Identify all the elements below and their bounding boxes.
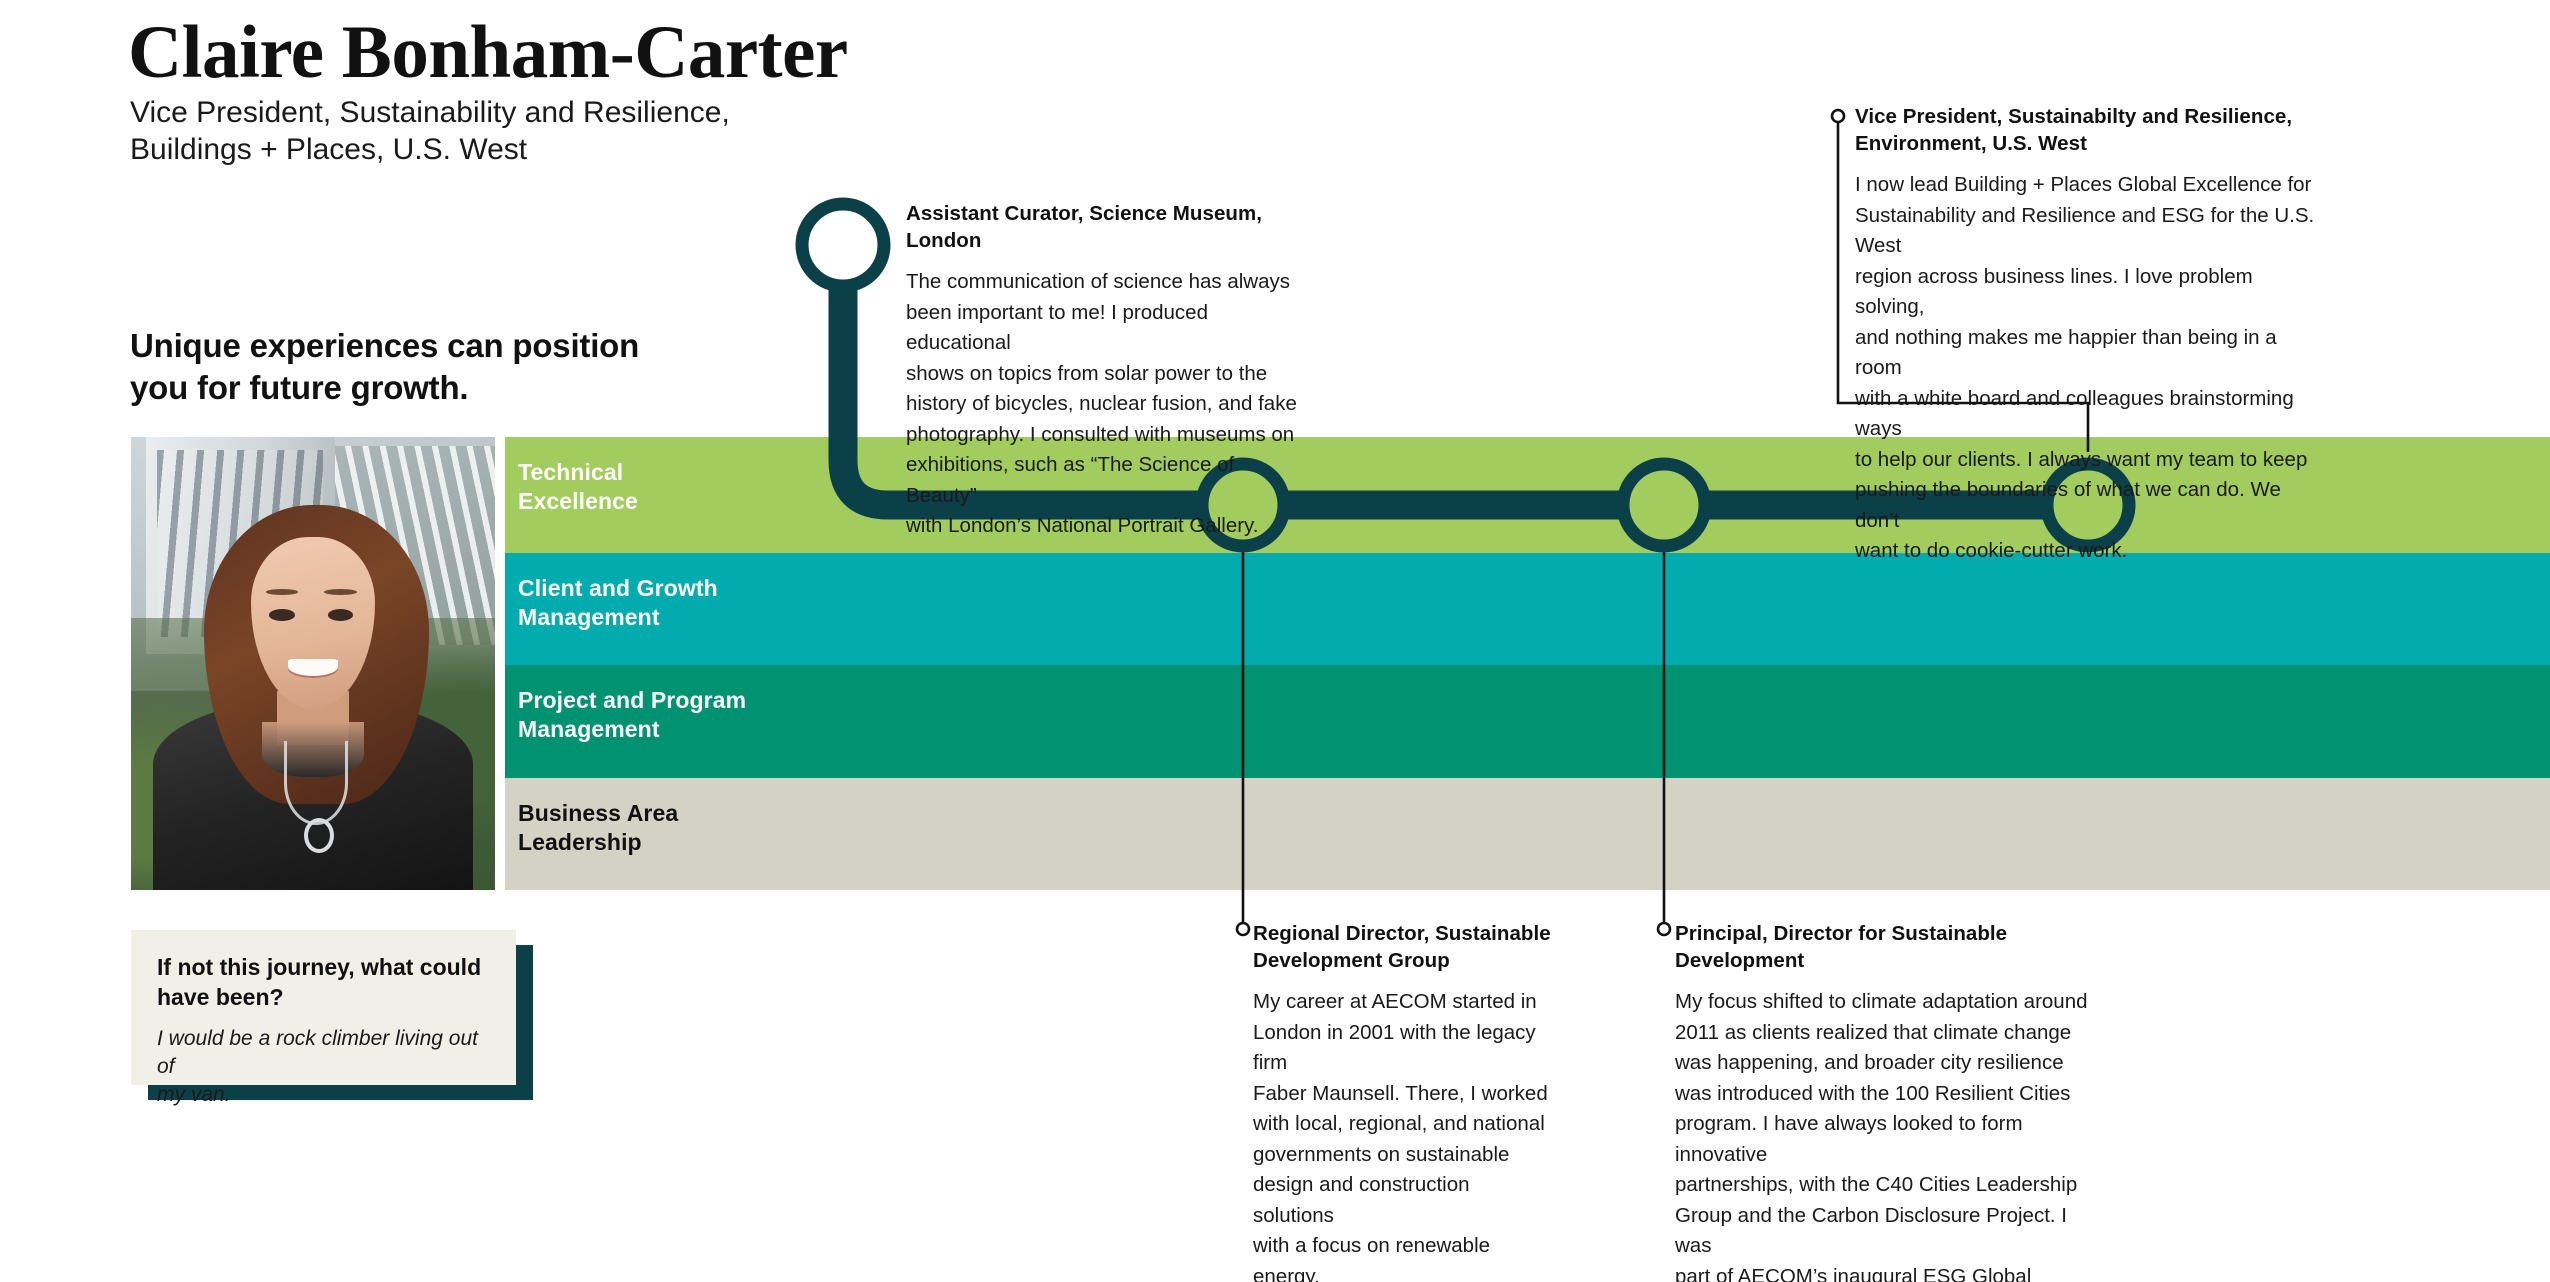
- callout-body: The communication of science has always …: [906, 270, 1297, 538]
- callout-title: Principal, Director for Sustainable Deve…: [1675, 922, 2008, 973]
- callout-body: My career at AECOM started in London in …: [1253, 990, 1548, 1282]
- callout-body: I now lead Building + Places Global Exce…: [1855, 173, 2315, 563]
- competency-band-label: Project and Program Management: [518, 687, 747, 742]
- competency-band-business-area-leadership: Business Area Leadership: [505, 778, 2550, 890]
- quote-question: If not this journey, what could have bee…: [157, 954, 482, 1010]
- callout-title: Regional Director, Sustainable Developme…: [1253, 922, 1551, 973]
- portrait-eyebrow-right: [323, 588, 357, 595]
- competency-band-label: Business Area Leadership: [518, 800, 679, 855]
- competency-band-project-and-program-management: Project and Program Management: [505, 665, 2550, 778]
- portrait-necklace: [283, 740, 349, 826]
- page-title: Claire Bonham-Carter: [128, 11, 848, 94]
- callout-vice-president: Vice President, Sustainabilty and Resili…: [1855, 103, 2325, 567]
- timeline-node-assistant-curator[interactable]: [795, 197, 891, 293]
- competency-band-label: Technical Excellence: [518, 459, 638, 514]
- callout-assistant-curator: Assistant Curator, Science Museum, Londo…: [906, 200, 1306, 542]
- portrait-smile: [287, 658, 339, 678]
- portrait-face: [251, 536, 375, 709]
- tagline-heading: Unique experiences can position you for …: [130, 327, 640, 407]
- connector-endpoint-vice-president: [1830, 108, 1846, 124]
- callout-title: Vice President, Sustainabilty and Resili…: [1855, 105, 2293, 156]
- callout-principal: Principal, Director for Sustainable Deve…: [1675, 920, 2105, 1282]
- quote-card: If not this journey, what could have bee…: [131, 930, 516, 1106]
- competency-band-label: Client and Growth Management: [518, 575, 718, 630]
- portrait-eye-right: [327, 609, 354, 621]
- callout-regional-director: Regional Director, Sustainable Developme…: [1253, 920, 1553, 1282]
- person-role-subtitle: Vice President, Sustainability and Resil…: [130, 96, 730, 167]
- portrait-photo: [131, 437, 495, 890]
- connector-endpoint-principal: [1656, 921, 1672, 937]
- quote-answer: I would be a rock climber living out of …: [157, 1026, 478, 1107]
- callout-body: My focus shifted to climate adaptation a…: [1675, 990, 2088, 1282]
- portrait-eye-left: [269, 609, 295, 621]
- callout-title: Assistant Curator, Science Museum, Londo…: [906, 202, 1263, 253]
- connector-endpoint-regional-director: [1235, 921, 1251, 937]
- competency-band-client-and-growth-management: Client and Growth Management: [505, 553, 2550, 665]
- portrait-pendant: [303, 817, 334, 853]
- portrait-eyebrow-left: [265, 588, 299, 595]
